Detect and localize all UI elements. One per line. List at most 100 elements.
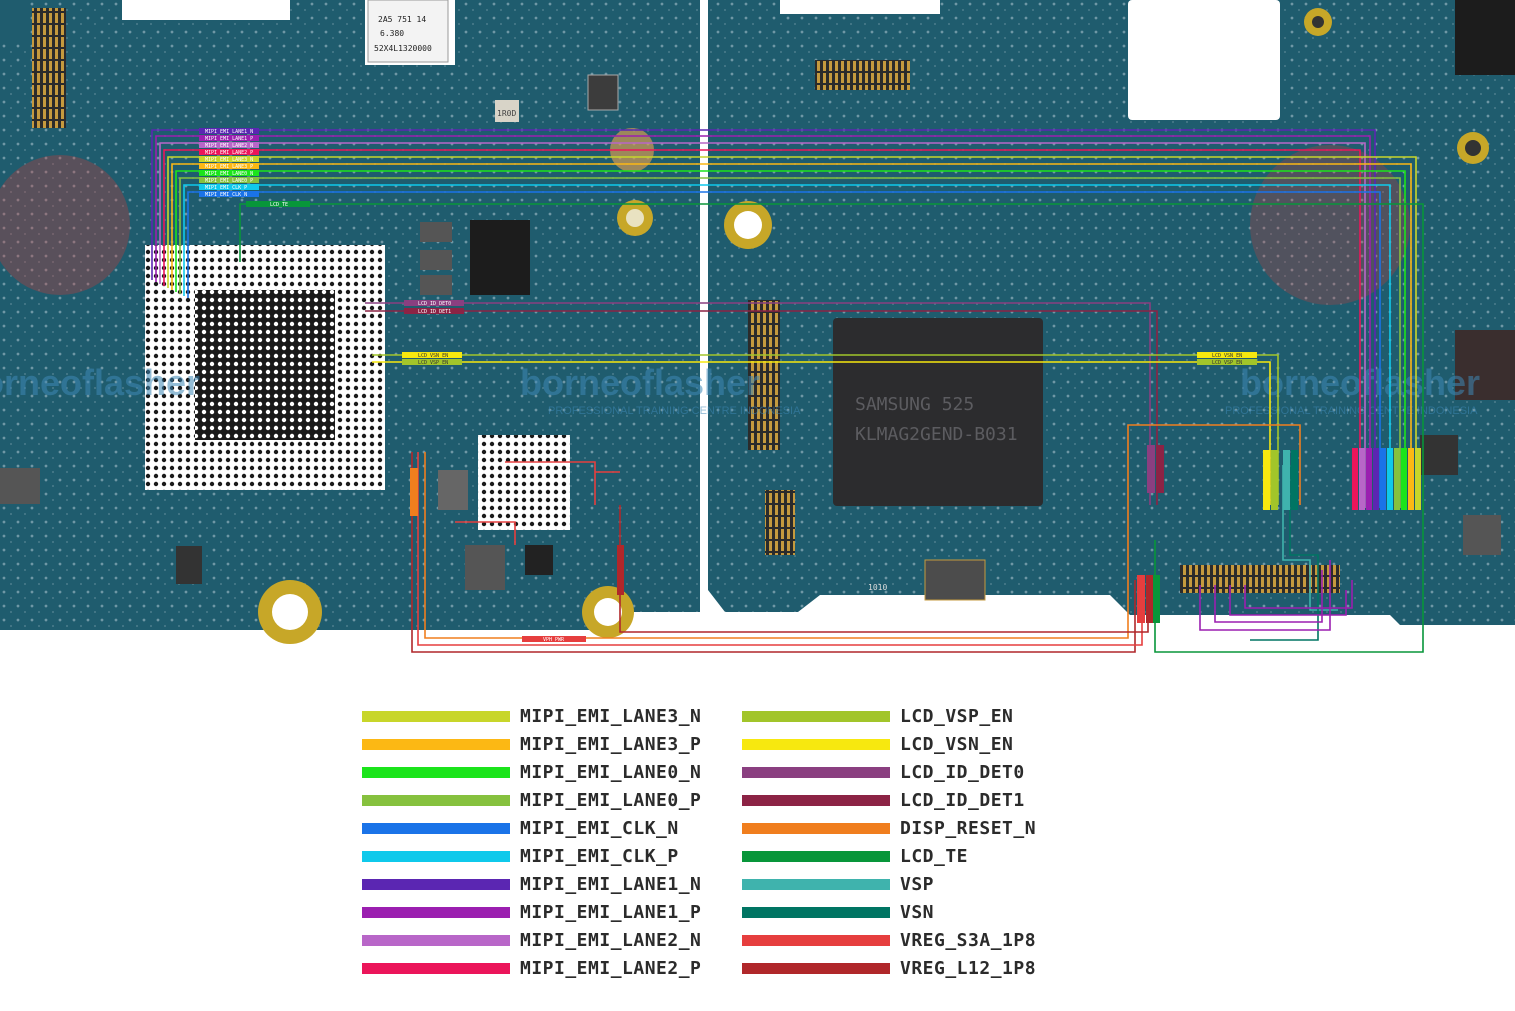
- legend-item: MIPI_EMI_LANE2_P: [362, 954, 701, 982]
- connector-tag-strips: [410, 445, 1421, 623]
- legend-label: DISP_RESET_N: [900, 817, 1037, 839]
- legend-item: MIPI_EMI_LANE1_N: [362, 870, 701, 898]
- legend-swatch: [362, 878, 510, 890]
- tag-clk-p: MIPI_EMI_CLK_P: [205, 185, 247, 191]
- watermark-left: borneoflasher: [0, 362, 200, 403]
- watermark-center: borneoflasher: [520, 362, 760, 403]
- legend-item: MIPI_EMI_CLK_N: [362, 814, 701, 842]
- legend-item: VREG_L12_1P8: [742, 954, 1036, 982]
- legend-swatch: [742, 906, 890, 918]
- legend-swatch: [742, 878, 890, 890]
- legend-label: MIPI_EMI_LANE3_N: [520, 705, 702, 727]
- trace-id-det1: [365, 310, 1158, 505]
- connector-marking: 1010: [868, 583, 887, 592]
- legend-item: MIPI_EMI_LANE1_P: [362, 898, 701, 926]
- trace-lane0-p: [179, 177, 1401, 508]
- tag-vsp-en: LCD_VSP_EN: [418, 360, 448, 366]
- legend-item: DISP_RESET_N: [742, 814, 1036, 842]
- legend-label: LCD_ID_DET0: [900, 761, 1025, 783]
- trace-lane2-p: [163, 149, 1361, 508]
- legend-label: VREG_S3A_1P8: [900, 929, 1037, 951]
- tag-vsn-en-right: LCD_VSN_EN: [1212, 353, 1242, 359]
- tag-vsn-en: LCD_VSN_EN: [418, 353, 448, 359]
- watermark-sub-right: PROFESSIONAL TRAINING CENTRE INDONESIA: [1225, 405, 1478, 417]
- trace-pmic-net: [455, 461, 620, 545]
- sticker-line1: 2A5 751 14: [378, 15, 426, 24]
- tag-lane1-p: MIPI_EMI_LANE1_P: [205, 136, 253, 142]
- legend-swatch: [742, 766, 890, 778]
- legend-label: MIPI_EMI_LANE2_N: [520, 929, 702, 951]
- legend-item: LCD_ID_DET0: [742, 758, 1036, 786]
- trace-vph: [411, 452, 1136, 653]
- trace-lane0-n: [175, 170, 1406, 508]
- trace-lane1-n: [151, 129, 1376, 508]
- legend-label: MIPI_EMI_LANE1_P: [520, 901, 702, 923]
- trace-vsp-out: [1282, 465, 1338, 611]
- tag-vsp-en-right: LCD_VSP_EN: [1212, 360, 1242, 366]
- tag-lane1-n: MIPI_EMI_LANE1_N: [205, 129, 253, 135]
- legend-swatch: [742, 962, 890, 974]
- legend-right-column: LCD_VSP_EN LCD_VSN_EN LCD_ID_DET0 LCD_ID…: [742, 702, 1036, 982]
- legend-swatch: [362, 794, 510, 806]
- legend-label: MIPI_EMI_CLK_N: [520, 817, 679, 839]
- legend-item: MIPI_EMI_LANE3_N: [362, 702, 701, 730]
- legend-swatch: [362, 738, 510, 750]
- board-photo-diagram: borneoflasher 2A5 751 14 6.380 52X4L1320…: [0, 0, 1515, 653]
- left-board: borneoflasher 2A5 751 14 6.380 52X4L1320…: [0, 0, 700, 644]
- sticker-line3: 52X4L1320000: [374, 44, 432, 53]
- inductor-marking: 1R0D: [497, 109, 516, 118]
- legend-swatch: [362, 710, 510, 722]
- legend-item: MIPI_EMI_LANE0_N: [362, 758, 701, 786]
- tag-lane3-p: MIPI_EMI_LANE3_P: [205, 164, 253, 170]
- legend-label: VREG_L12_1P8: [900, 957, 1037, 979]
- tag-lane2-p: MIPI_EMI_LANE2_P: [205, 150, 253, 156]
- legend-swatch: [742, 738, 890, 750]
- emmc-marking-2: KLMAG2GEND-B031: [855, 424, 1018, 445]
- trace-id-det0: [365, 302, 1151, 505]
- legend-item: VREG_S3A_1P8: [742, 926, 1036, 954]
- legend-label: LCD_VSP_EN: [900, 705, 1014, 727]
- legend-item: MIPI_EMI_LANE2_N: [362, 926, 701, 954]
- legend-label: VSP: [900, 873, 935, 895]
- legend-item: MIPI_EMI_LANE3_P: [362, 730, 701, 758]
- legend-label: MIPI_EMI_CLK_P: [520, 845, 679, 867]
- legend-swatch: [362, 850, 510, 862]
- trace-vsn-out: [1250, 465, 1319, 641]
- legend-item: MIPI_EMI_LANE0_P: [362, 786, 701, 814]
- sticker-line2: 6.380: [380, 29, 404, 38]
- legend-left-column: MIPI_EMI_LANE3_N MIPI_EMI_LANE3_P MIPI_E…: [362, 702, 701, 982]
- legend-label: MIPI_EMI_LANE3_P: [520, 733, 702, 755]
- watermark-sub-center: PROFESSIONAL TRAINING CENTRE INDONESIA: [548, 405, 801, 417]
- tag-lane2-n: MIPI_EMI_LANE2_N: [205, 143, 253, 149]
- trace-lane2-n: [159, 142, 1366, 508]
- trace-conn-fanout: [1199, 560, 1353, 631]
- trace-tags: MIPI_EMI_LANE1_N MIPI_EMI_LANE1_P MIPI_E…: [199, 128, 1257, 643]
- emmc-marking-1: SAMSUNG 525: [855, 394, 974, 415]
- legend-label: LCD_VSN_EN: [900, 733, 1014, 755]
- legend-label: LCD_TE: [900, 845, 969, 867]
- legend-label: VSN: [900, 901, 935, 923]
- legend-label: LCD_ID_DET1: [900, 789, 1025, 811]
- tag-vph-pwr: VPH_PWR: [543, 637, 565, 643]
- trace-disp-reset: [424, 424, 1301, 639]
- legend-swatch: [742, 850, 890, 862]
- legend-swatch: [362, 766, 510, 778]
- tag-id-det0: LCD_ID_DET0: [418, 301, 451, 307]
- legend-item: LCD_VSN_EN: [742, 730, 1036, 758]
- trace-clk-p: [183, 184, 1391, 508]
- legend-swatch: [742, 710, 890, 722]
- trace-lane3-n: [167, 156, 1417, 508]
- legend-swatch: [362, 906, 510, 918]
- trace-clk-n: [187, 191, 1381, 508]
- tag-lane0-p: MIPI_EMI_LANE0_P: [205, 178, 253, 184]
- tag-clk-n: MIPI_EMI_CLK_N: [205, 192, 247, 198]
- legend-label: MIPI_EMI_LANE0_P: [520, 789, 702, 811]
- legend-item: LCD_TE: [742, 842, 1036, 870]
- legend-swatch: [362, 934, 510, 946]
- tag-id-det1: LCD_ID_DET1: [418, 309, 451, 315]
- trace-lcd-te: [239, 203, 1424, 653]
- legend-item: MIPI_EMI_CLK_P: [362, 842, 701, 870]
- legend-item: VSP: [742, 870, 1036, 898]
- tag-lane0-n: MIPI_EMI_LANE0_N: [205, 171, 253, 177]
- trace-lane1-p: [155, 135, 1371, 508]
